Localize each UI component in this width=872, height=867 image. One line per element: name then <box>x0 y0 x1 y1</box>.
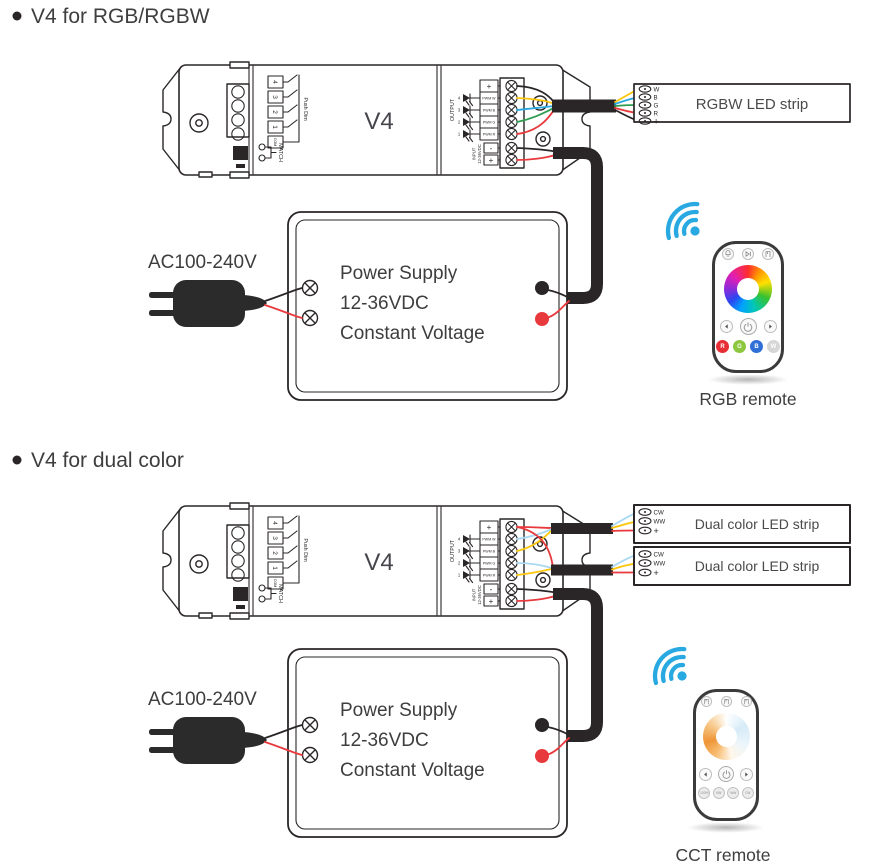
left-arrow-button <box>699 767 712 781</box>
save-icon <box>703 698 709 705</box>
strip-label: RGBW LED strip <box>696 96 809 113</box>
preset-button: NW <box>712 787 725 799</box>
green-button: G <box>733 340 746 353</box>
bell-button <box>722 248 734 260</box>
power-icon <box>722 769 730 779</box>
dc-cable <box>553 147 603 304</box>
remote-shadow <box>686 822 766 833</box>
right-arrow-button <box>763 320 777 333</box>
pad-label: W <box>654 87 660 94</box>
remote-shadow <box>706 374 790 385</box>
pad-label: R <box>654 111 659 118</box>
blue-button: B <box>750 340 763 353</box>
left-arrow-button <box>719 320 733 333</box>
save-button <box>700 696 712 707</box>
preset-button: 100% <box>698 787 711 799</box>
bell-icon <box>725 250 731 257</box>
red-button: R <box>716 340 729 353</box>
right-arrow-icon <box>768 324 772 329</box>
cct-remote-label: CCT remote <box>675 845 771 865</box>
right-arrow-icon <box>745 771 748 777</box>
white-button: W <box>767 340 780 353</box>
play-mode-icon <box>745 251 751 257</box>
left-arrow-icon <box>724 324 728 329</box>
mode-button <box>742 248 754 260</box>
pad-label: + <box>654 117 659 127</box>
rgbw-led-strip: W B G R + RGBW LED strip <box>633 83 851 127</box>
section2-title: V4 for dual color <box>31 449 184 472</box>
save-button <box>762 248 774 260</box>
pad-label: B <box>654 95 658 102</box>
strip-pads <box>638 85 652 125</box>
pad-label: G <box>654 103 659 110</box>
save-icon <box>723 698 729 705</box>
preset-button: WW <box>727 787 740 799</box>
right-arrow-button <box>740 767 753 781</box>
preset-button: CW <box>741 787 754 799</box>
dc-input-wiring <box>516 147 603 304</box>
bullet <box>12 455 22 465</box>
save-icon <box>765 251 771 257</box>
bullet <box>12 11 22 21</box>
rgb-remote: R G B W <box>712 241 784 373</box>
save-button <box>740 696 752 707</box>
save-icon <box>743 698 749 705</box>
cct-remote: 100% NW WW CW <box>693 689 759 821</box>
section1-title: V4 for RGB/RGBW <box>31 5 210 28</box>
save-button <box>720 696 732 707</box>
dc-cable <box>553 588 603 742</box>
power-button <box>718 766 734 782</box>
strip-body <box>633 83 851 123</box>
power-button <box>739 318 757 335</box>
rgb-color-wheel <box>724 265 772 313</box>
left-arrow-icon <box>704 771 707 777</box>
rgb-remote-label: RGB remote <box>699 389 797 409</box>
power-icon <box>743 321 753 332</box>
cct-color-wheel <box>702 713 750 760</box>
dc-input-wiring-2 <box>516 588 603 742</box>
